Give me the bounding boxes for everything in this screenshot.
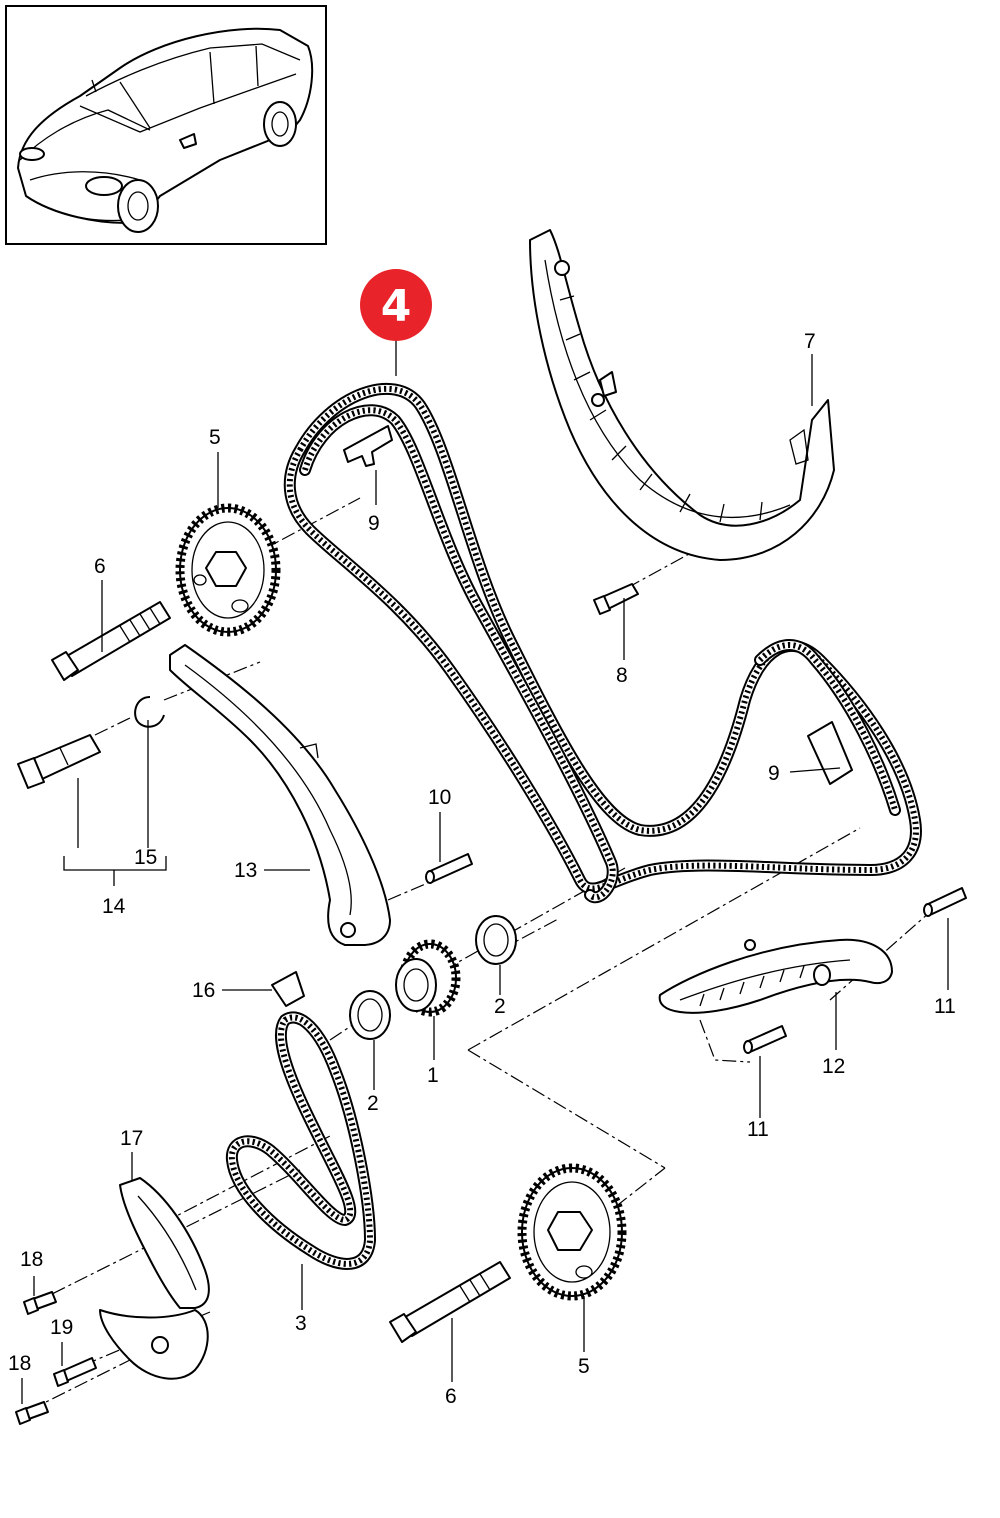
thrust-washer-left <box>349 990 391 1040</box>
seal-ring-15 <box>134 696 165 728</box>
bolt-8 <box>593 583 639 615</box>
chain-slider-9-lower <box>807 721 853 785</box>
crankshaft-sprocket <box>395 939 461 1017</box>
label-18-upper: 18 <box>20 1248 43 1271</box>
pin-11-lower <box>743 1025 787 1054</box>
camshaft-sprocket-upper <box>175 503 281 637</box>
thrust-washer-right-inner <box>483 923 509 957</box>
bolt-18-upper <box>23 1291 57 1315</box>
bolt-6-lower <box>389 1261 511 1343</box>
guide-rail-lower-right <box>658 938 893 1014</box>
part-labels: 5 6 7 8 9 9 10 13 15 14 16 2 2 1 11 12 1… <box>8 330 956 1408</box>
thrust-washer-left-inner <box>357 998 383 1032</box>
label-5-upper: 5 <box>209 426 221 449</box>
highlight-marker-label: 4 <box>381 281 412 332</box>
pin-11-upper <box>923 887 967 917</box>
tensioner-plunger-14 <box>17 734 101 789</box>
bolt-6-upper <box>51 601 171 681</box>
leader-lines <box>21 340 949 1404</box>
label-10: 10 <box>428 786 451 809</box>
label-19: 19 <box>50 1316 73 1339</box>
label-9-lower: 9 <box>768 762 780 785</box>
label-9-upper: 9 <box>368 512 380 535</box>
label-2-right: 2 <box>494 995 506 1018</box>
timing-chain-secondary <box>225 1011 376 1270</box>
car-thumbnail-icon <box>5 5 327 245</box>
label-11-upper: 11 <box>934 995 956 1018</box>
guide-rail-lower-left <box>99 1177 210 1380</box>
label-15: 15 <box>134 846 157 869</box>
bolt-18-lower <box>15 1401 49 1425</box>
label-6-upper: 6 <box>94 555 106 578</box>
label-5-lower: 5 <box>578 1355 590 1378</box>
pin-10 <box>425 853 473 884</box>
label-13: 13 <box>234 859 257 882</box>
label-6-lower: 6 <box>445 1385 457 1408</box>
label-1: 1 <box>427 1064 439 1087</box>
oil-nozzle-16 <box>271 971 305 1007</box>
label-12: 12 <box>822 1055 845 1078</box>
timing-chain-main <box>283 382 922 904</box>
guide-rail-upper <box>529 229 835 561</box>
tensioner-rail-left <box>169 644 391 946</box>
highlight-marker-4[interactable]: 4 <box>360 269 432 341</box>
label-8: 8 <box>616 664 628 687</box>
label-18-lower: 18 <box>8 1352 31 1375</box>
thrust-washer-right <box>475 915 517 965</box>
bolt-19 <box>53 1357 97 1387</box>
label-16: 16 <box>192 979 215 1002</box>
label-11-lower: 11 <box>747 1118 769 1141</box>
label-2-left: 2 <box>367 1092 379 1115</box>
label-7: 7 <box>804 330 816 353</box>
label-17: 17 <box>120 1127 143 1150</box>
label-3: 3 <box>295 1312 307 1335</box>
chain-slider-9-upper <box>343 425 393 467</box>
camshaft-sprocket-lower <box>517 1163 627 1301</box>
label-14: 14 <box>102 895 126 918</box>
